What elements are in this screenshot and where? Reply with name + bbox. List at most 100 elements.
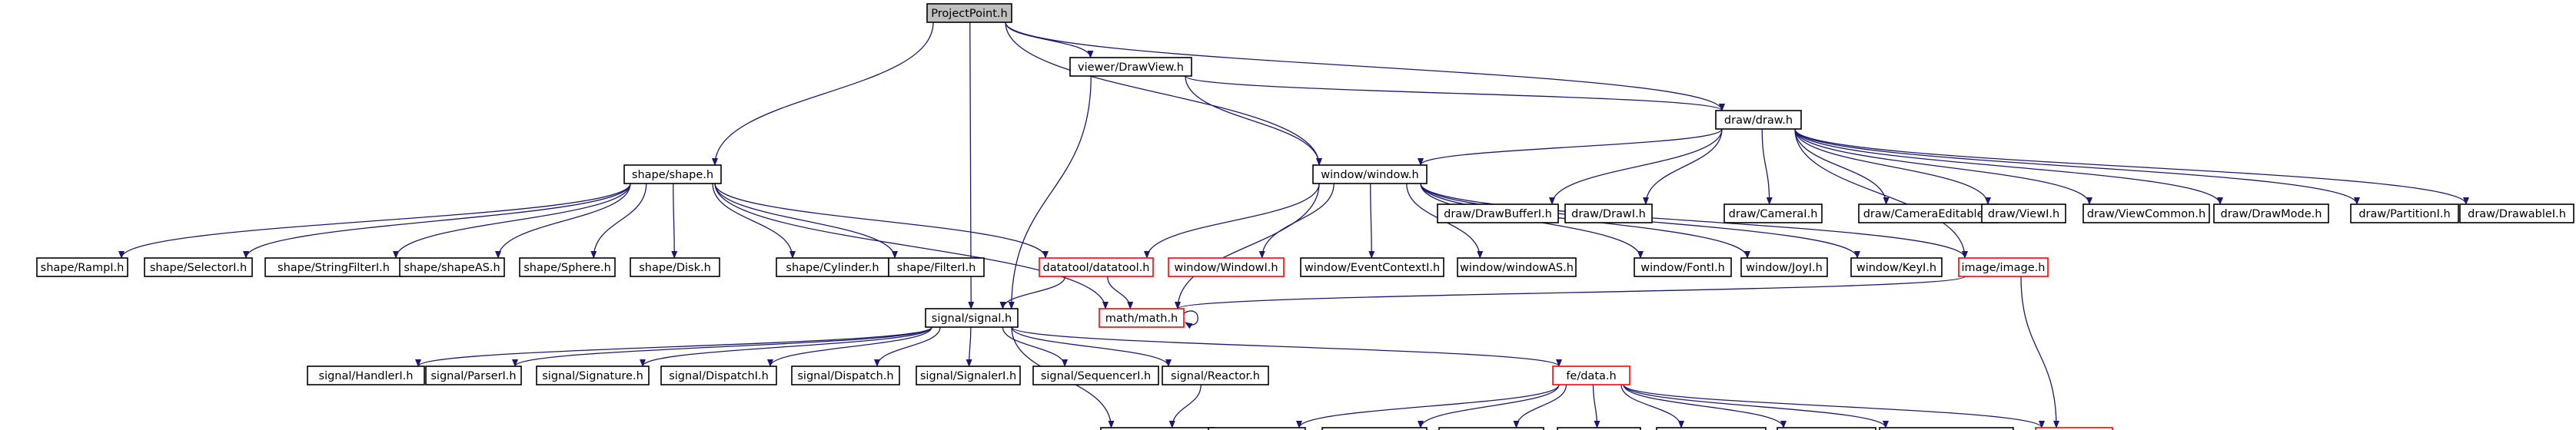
- node-box: [1634, 257, 1732, 277]
- node-shapeAS[interactable]: shape/shapeAS.h: [399, 257, 505, 277]
- node-box: [660, 366, 777, 385]
- edge-fedata-to-plugin: [1623, 384, 2045, 428]
- edge-ProjectPoint-to-DrawView: [1005, 22, 1094, 58]
- node-DrawBufferI[interactable]: draw/DrawBufferI.h: [1437, 203, 1559, 223]
- node-box: [1069, 57, 1192, 77]
- node-box: [2035, 427, 2113, 430]
- edge-fedata-to-LayoutSB: [1418, 384, 1560, 428]
- node-draw[interactable]: draw/draw.h: [1715, 110, 1802, 130]
- node-box: [888, 257, 985, 277]
- node-CameraI[interactable]: draw/CameraI.h: [1723, 203, 1823, 223]
- node-box: [1850, 257, 1943, 277]
- node-Dispatch[interactable]: signal/Dispatch.h: [791, 366, 900, 385]
- node-ViewCommon[interactable]: draw/ViewCommon.h: [2082, 203, 2210, 223]
- node-DispatchI[interactable]: signal/DispatchI.h: [660, 366, 777, 385]
- node-Attribute[interactable]: data/Attribute.h: [1656, 427, 1767, 430]
- node-RampI[interactable]: shape/RampI.h: [36, 257, 128, 277]
- node-KeyI[interactable]: window/KeyI.h: [1850, 257, 1943, 277]
- node-box: [1168, 257, 1285, 277]
- edge-shape-to-math: [714, 183, 1109, 309]
- node-box: [916, 366, 1021, 385]
- edge-image-to-plugin: [2020, 276, 2059, 428]
- node-label: image/image.h: [1961, 262, 2045, 274]
- node-FontI[interactable]: window/FontI.h: [1634, 257, 1732, 277]
- node-label: draw/CameraI.h: [1729, 208, 1818, 220]
- node-Sphere[interactable]: shape/Sphere.h: [519, 257, 616, 277]
- node-SelectorI[interactable]: shape/SelectorI.h: [144, 257, 253, 277]
- node-LayoutSB[interactable]: data/LayoutSB.h: [1321, 427, 1428, 430]
- node-box: [925, 308, 1019, 328]
- node-signal[interactable]: signal/signal.h: [925, 308, 1019, 328]
- node-Depend[interactable]: data/Depend.h: [1777, 427, 1876, 430]
- node-FilterI[interactable]: shape/FilterI.h: [888, 257, 985, 277]
- edge-signal-to-ParserI: [512, 326, 932, 367]
- node-CameraEditable[interactable]: draw/CameraEditable.h: [1858, 203, 1999, 223]
- edge-image-to-math: [1175, 276, 1966, 309]
- node-box: [1039, 257, 1154, 277]
- node-box: [1099, 308, 1185, 328]
- node-box: [1715, 110, 1802, 130]
- node-label: window/windowAS.h: [1460, 262, 1574, 274]
- node-DynamicBitset[interactable]: data/DynamicBitset.h: [1879, 427, 2014, 430]
- node-StoreI[interactable]: data/StoreI.h: [1557, 427, 1641, 430]
- node-ParserI[interactable]: signal/ParserI.h: [425, 366, 522, 385]
- edge-fedata-to-Attribute: [1620, 384, 1684, 428]
- node-label: shape/SelectorI.h: [150, 262, 247, 274]
- node-label: draw/DrawI.h: [1571, 208, 1646, 220]
- node-DrawI[interactable]: draw/DrawI.h: [1564, 203, 1653, 223]
- node-box: [1437, 203, 1559, 223]
- node-DrawMode[interactable]: draw/DrawMode.h: [2213, 203, 2329, 223]
- edge-window-to-datatool: [1144, 183, 1320, 259]
- node-box: [1457, 257, 1577, 277]
- node-LayoutAV[interactable]: data/LayoutAV.h: [1438, 427, 1544, 430]
- node-label: signal/Dispatch.h: [797, 370, 893, 382]
- node-fedata[interactable]: fe/data.h: [1552, 366, 1630, 385]
- edge-Reactor-to-ReactorI: [1168, 384, 1202, 428]
- node-label: window/FontI.h: [1640, 262, 1725, 274]
- node-ViewI[interactable]: draw/ViewI.h: [1981, 203, 2066, 223]
- node-label: draw/ViewI.h: [1988, 208, 2059, 220]
- node-window[interactable]: window/window.h: [1312, 164, 1428, 184]
- edge-draw-to-PartitionI: [1794, 128, 2360, 205]
- node-DrawView[interactable]: viewer/DrawView.h: [1069, 57, 1192, 77]
- node-StringFilterI[interactable]: shape/StringFilterI.h: [264, 257, 403, 277]
- edge-DrawView-to-window: [1185, 75, 1322, 166]
- node-Cylinder[interactable]: shape/Cylinder.h: [776, 257, 889, 277]
- node-math[interactable]: math/math.h: [1099, 308, 1185, 328]
- node-label: draw/DrawMode.h: [2221, 208, 2322, 220]
- node-plugin[interactable]: fe/plugin.h: [2035, 427, 2113, 430]
- node-label: window/WindowI.h: [1174, 262, 1278, 274]
- edge-datatool-to-signal: [999, 276, 1066, 309]
- edge-shape-to-datatool: [714, 183, 1049, 259]
- edge-draw-to-ViewI: [1794, 128, 1991, 205]
- node-SequencerI[interactable]: signal/SequencerI.h: [1032, 366, 1159, 385]
- edge-signal-to-Reactor: [1011, 326, 1172, 367]
- node-shape[interactable]: shape/shape.h: [623, 164, 722, 184]
- edge-draw-to-DrawI: [1643, 128, 1723, 205]
- node-label: viewer/DrawView.h: [1078, 61, 1184, 74]
- node-Reactor[interactable]: signal/Reactor.h: [1162, 366, 1269, 385]
- node-box: [519, 257, 616, 277]
- node-image[interactable]: image/image.h: [1958, 257, 2049, 277]
- node-windowAS[interactable]: window/windowAS.h: [1457, 257, 1577, 277]
- edge-ProjectPoint-to-draw: [1005, 22, 1725, 111]
- node-ReactorI[interactable]: signal/ReactorI.h: [1100, 427, 1215, 430]
- node-JoyI[interactable]: window/JoyI.h: [1740, 257, 1828, 277]
- node-box: [926, 3, 1012, 23]
- node-SignalerI[interactable]: signal/SignalerI.h: [916, 366, 1021, 385]
- node-PartitionI[interactable]: draw/PartitionI.h: [2350, 203, 2459, 223]
- node-Signature[interactable]: signal/Signature.h: [536, 366, 650, 385]
- node-datatool[interactable]: datatool/datatool.h: [1039, 257, 1154, 277]
- edge-shape-to-shapeAS: [495, 183, 631, 259]
- node-EventContextI[interactable]: window/EventContextI.h: [1300, 257, 1444, 277]
- node-HandlerI[interactable]: signal/HandlerI.h: [307, 366, 425, 385]
- node-box: [1438, 427, 1544, 430]
- node-Layout[interactable]: data/Layout.h: [1208, 427, 1306, 430]
- node-Disk[interactable]: shape/Disk.h: [630, 257, 720, 277]
- node-box: [630, 257, 720, 277]
- node-DrawableI[interactable]: draw/DrawableI.h: [2459, 203, 2574, 223]
- node-label: signal/SequencerI.h: [1041, 370, 1151, 382]
- edge-signal-to-Dispatch: [874, 326, 941, 367]
- node-WindowI[interactable]: window/WindowI.h: [1168, 257, 1285, 277]
- node-box: [1656, 427, 1767, 430]
